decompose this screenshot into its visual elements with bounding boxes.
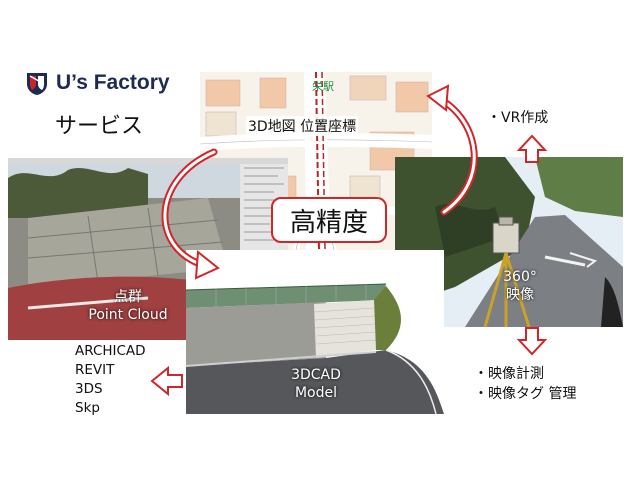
point-cloud-label-ja: 点群 xyxy=(114,289,142,305)
photo-360-label-degree: 360° xyxy=(503,269,537,285)
logo-shield-icon xyxy=(27,73,47,95)
video-feature-item: ・映像計測 xyxy=(474,366,544,382)
map-caption: 3D地図 位置座標 xyxy=(246,116,359,136)
logo: U’s Factory xyxy=(26,71,186,100)
high-precision-badge: 高精度 xyxy=(271,197,387,243)
point-cloud-label: 点群 Point Cloud xyxy=(82,288,174,324)
cad-label: 3DCAD Model xyxy=(276,366,356,402)
photo-360-label: 360° 映像 xyxy=(488,268,552,304)
format-item: 3DS xyxy=(75,381,103,397)
photo-360-label-ja: 映像 xyxy=(506,287,534,303)
video-feature-list: ・映像計測 ・映像タグ 管理 xyxy=(474,364,576,404)
format-item: REVIT xyxy=(75,362,115,378)
format-item: ARCHICAD xyxy=(75,343,146,359)
arrow-down-icon xyxy=(516,327,548,356)
format-item: Skp xyxy=(75,400,100,416)
point-cloud-label-en: Point Cloud xyxy=(88,307,168,323)
arrow-left-icon xyxy=(150,365,183,397)
vr-item: ・VR作成 xyxy=(487,110,549,126)
map-station-label: 栄駅 xyxy=(312,80,334,93)
cad-label-line1: 3DCAD xyxy=(291,367,341,383)
cad-label-line2: Model xyxy=(294,385,338,401)
logo-text: U’s Factory xyxy=(56,71,170,94)
cad-model-image xyxy=(186,250,444,414)
video-feature-item: ・映像タグ 管理 xyxy=(474,386,577,402)
service-title: サービス xyxy=(55,114,144,139)
cad-format-list: ARCHICAD REVIT 3DS Skp xyxy=(75,342,146,418)
